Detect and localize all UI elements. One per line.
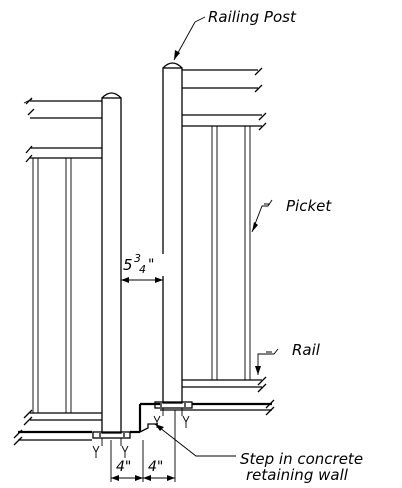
picket-leader [251, 199, 273, 233]
right-bottom-rail [182, 376, 267, 393]
left-upper-rail [25, 145, 102, 163]
left-bottom-rail [23, 409, 102, 426]
step-concrete [130, 402, 160, 434]
railing-post-leader [173, 16, 206, 61]
gap-numerator: 3 [134, 252, 141, 265]
gap-denominator: 4 [139, 263, 146, 276]
rail-leader [255, 348, 279, 375]
left-concrete [13, 429, 92, 446]
right-upper-rail [182, 112, 267, 131]
post-gap-dimension [121, 277, 163, 283]
right-top-rail [182, 67, 263, 93]
railing-post-label: Railing Post [208, 8, 296, 26]
left-top-rail [23, 97, 102, 119]
dim-left-label: 4" [116, 459, 132, 475]
right-pickets [211, 126, 251, 380]
picket-label: Picket [286, 197, 332, 215]
gap-unit: " [148, 257, 155, 273]
bottom-dimensions [110, 410, 176, 482]
step-label-line1: Step in concrete [240, 450, 364, 468]
right-post [153, 62, 193, 428]
step-leader [154, 423, 236, 457]
left-pickets [32, 158, 72, 413]
left-post [92, 92, 131, 458]
post-gap-label: 5 3 4 " [122, 252, 166, 276]
step-label-line2: retaining wall [246, 466, 348, 484]
right-concrete [160, 399, 275, 416]
dim-right-label: 4" [148, 459, 164, 475]
gap-whole: 5 [123, 256, 133, 274]
rail-label: Rail [292, 341, 320, 359]
